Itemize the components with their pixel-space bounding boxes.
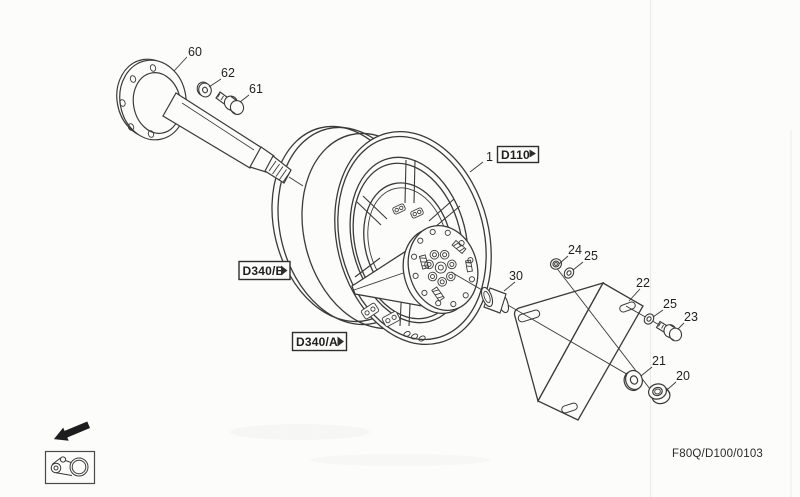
nut-24: [549, 258, 563, 270]
callout-22[interactable]: 22: [636, 276, 650, 290]
refbox-D340A-label[interactable]: D340/A: [296, 335, 338, 349]
callout-23[interactable]: 23: [684, 310, 698, 324]
callout-1[interactable]: 1: [486, 150, 493, 164]
scan-creases: [230, 0, 792, 497]
arrow-right-icon: [337, 336, 344, 347]
support-bracket: [513, 281, 644, 421]
washer-25-upper: [563, 267, 575, 279]
bushing-30: [480, 286, 510, 314]
axle-shaft: [116, 58, 304, 187]
callout-62[interactable]: 62: [221, 66, 235, 80]
bolt-23: [655, 320, 683, 342]
callout-24[interactable]: 24: [568, 243, 582, 257]
bolt-61: [215, 91, 245, 115]
callout-25-middle[interactable]: 25: [663, 297, 677, 311]
rim-slots: [403, 331, 426, 342]
hub-hatched-slots: [418, 239, 473, 302]
washer-21: [623, 369, 643, 392]
refbox-D340B-label[interactable]: D340/B: [243, 264, 285, 278]
assembly-thumbnail[interactable]: [44, 450, 96, 485]
callout-60[interactable]: 60: [188, 45, 202, 59]
nav-back-arrow-icon[interactable]: [53, 418, 91, 443]
washer-25-middle: [643, 313, 655, 325]
refbox-D340A[interactable]: D340/A: [291, 331, 348, 352]
callout-30[interactable]: 30: [509, 269, 523, 283]
callout-61[interactable]: 61: [249, 82, 263, 96]
bracket-slots: [517, 301, 636, 414]
callout-25-upper[interactable]: 25: [584, 249, 598, 263]
rim-mounting-pads: [360, 203, 424, 327]
refbox-D110-label[interactable]: D110: [501, 148, 530, 162]
callout-20[interactable]: 20: [676, 369, 690, 383]
flange-bolt-holes: [119, 64, 157, 138]
leader-lines: [173, 56, 685, 390]
callout-labels: 60 62 61 1 30 24 25 22 25 23 21 20: [188, 45, 698, 383]
drawing-code: F80Q/D100/0103: [672, 448, 763, 460]
arrow-right-icon: [281, 265, 288, 276]
washer-62: [196, 81, 212, 98]
refbox-D340B[interactable]: D340/B: [238, 260, 291, 281]
callout-21[interactable]: 21: [652, 354, 666, 368]
axle-thread: [264, 155, 292, 184]
nut-20: [647, 383, 671, 405]
refbox-D110[interactable]: D110: [496, 145, 540, 164]
arrow-right-icon: [529, 149, 536, 158]
wheel-rim: [271, 125, 492, 346]
